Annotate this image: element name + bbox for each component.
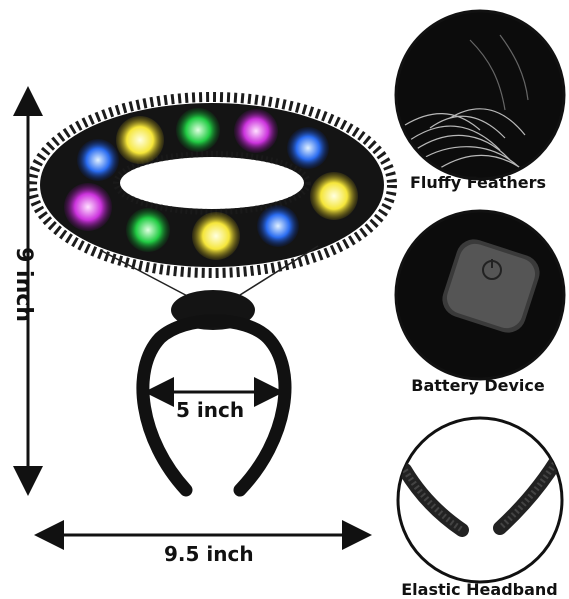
led-green (126, 208, 170, 252)
led-green (176, 108, 220, 152)
headband-closeup (396, 416, 564, 584)
led-yellow (116, 116, 164, 164)
led-blue (257, 205, 299, 247)
outer-width-label: 9.5 inch (164, 542, 254, 566)
led-magenta (64, 183, 112, 231)
feathers-closeup (394, 9, 566, 181)
feature-caption-headband: Elastic Headband (401, 580, 558, 599)
feature-caption-battery: Battery Device (411, 376, 545, 395)
led-lights (64, 108, 358, 260)
battery-box-closeup (394, 209, 566, 381)
led-magenta (234, 109, 278, 153)
height-label: 9 inch (10, 247, 36, 322)
led-yellow (310, 172, 358, 220)
led-blue (77, 139, 119, 181)
led-blue (287, 127, 329, 169)
inner-width-label: 5 inch (176, 398, 245, 422)
led-yellow (192, 212, 240, 260)
feature-caption-feathers: Fluffy Feathers (410, 173, 546, 192)
headband (136, 314, 292, 497)
